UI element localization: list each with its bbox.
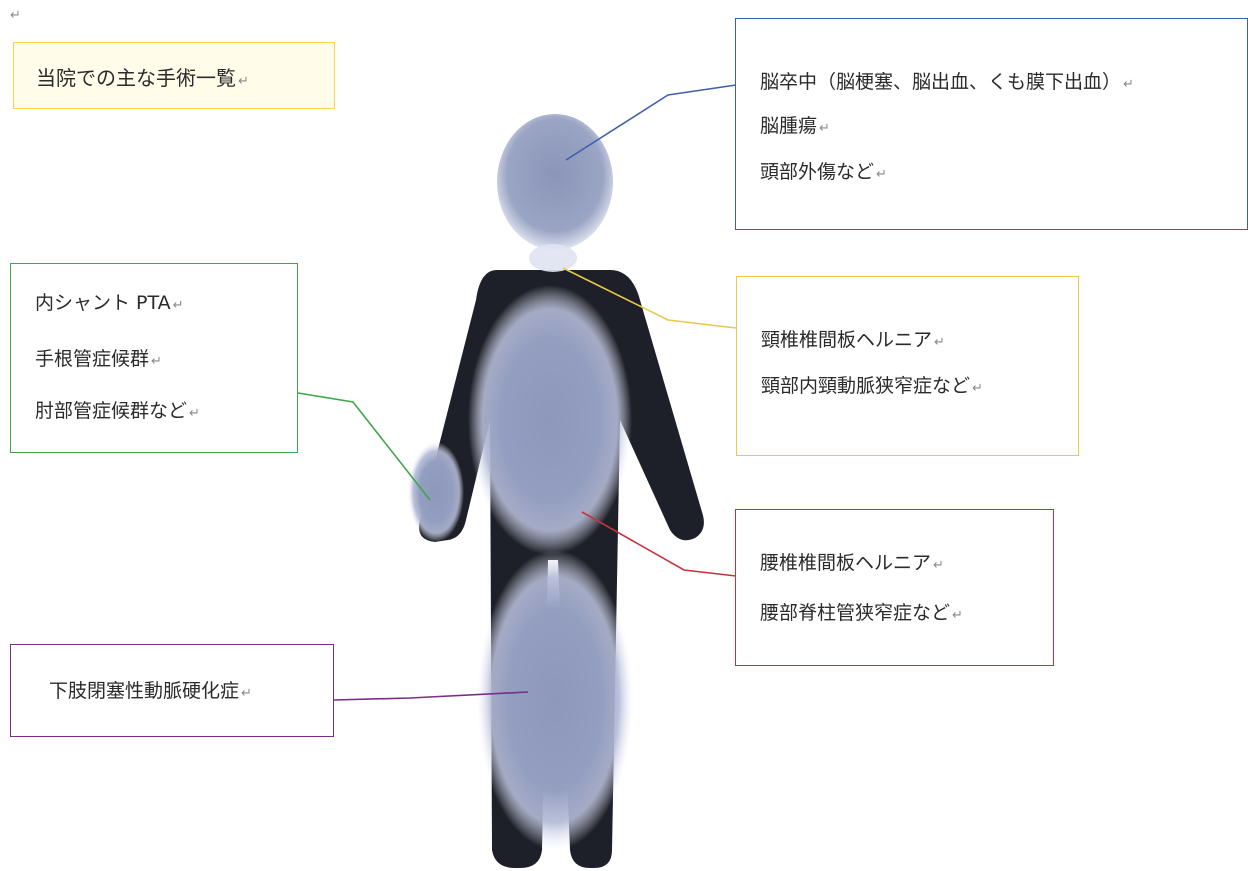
brain-item: 脳卒中（脳梗塞、脳出血、くも膜下出血）↵ xyxy=(760,71,1134,93)
head-highlight xyxy=(497,114,613,250)
neck-connector-line xyxy=(562,267,737,329)
paragraph-mark-icon: ↵ xyxy=(876,167,887,182)
paragraph-mark-icon: ↵ xyxy=(934,335,945,350)
leg-item: 下肢閉塞性動脈硬化症↵ xyxy=(49,680,252,702)
arm-surgery-box: 内シャント PTA↵ 手根管症候群↵ 肘部管症候群など↵ xyxy=(10,263,298,453)
paragraph-mark-icon: ↵ xyxy=(172,298,184,313)
paragraph-mark-icon: ↵ xyxy=(189,406,200,421)
paragraph-mark-icon: ↵ xyxy=(972,381,983,396)
torso-highlight xyxy=(468,285,632,555)
paragraph-mark-icon: ↵ xyxy=(10,8,21,23)
lumbar-item: 腰椎椎間板ヘルニア↵ xyxy=(760,552,944,574)
neck-item: 頸部内頸動脈狭窄症など↵ xyxy=(761,375,983,397)
lumbar-item: 腰部脊柱管狭窄症など↵ xyxy=(760,602,963,624)
arm-connector-line xyxy=(297,392,431,501)
arm-item: 肘部管症候群など↵ xyxy=(35,400,200,422)
paragraph-mark-icon: ↵ xyxy=(241,686,252,701)
arm-item: 内シャント PTA↵ xyxy=(35,292,184,314)
lumbar-surgery-box: 腰椎椎間板ヘルニア↵ 腰部脊柱管狭窄症など↵ xyxy=(735,509,1054,666)
brain-connector-line xyxy=(565,84,737,161)
paragraph-mark-icon: ↵ xyxy=(1123,77,1134,92)
paragraph-mark-icon: ↵ xyxy=(819,121,830,136)
brain-surgery-box: 脳卒中（脳梗塞、脳出血、くも膜下出血）↵ 脳腫瘍↵ 頭部外傷など↵ xyxy=(735,18,1248,230)
brain-item: 頭部外傷など↵ xyxy=(760,161,887,183)
title-box: 当院での主な手術一覧↵ xyxy=(13,42,335,109)
neck-highlight xyxy=(529,244,577,272)
paragraph-mark-icon: ↵ xyxy=(933,558,944,573)
neck-item: 頸椎椎間板ヘルニア↵ xyxy=(761,329,945,351)
lumbar-connector-line xyxy=(581,511,737,577)
paragraph-mark-icon: ↵ xyxy=(151,354,162,369)
arm-item: 手根管症候群↵ xyxy=(35,348,162,370)
leg-surgery-box: 下肢閉塞性動脈硬化症↵ xyxy=(10,644,334,737)
arm-highlight xyxy=(408,442,464,542)
leg-connector-line xyxy=(333,691,529,701)
paragraph-mark-icon: ↵ xyxy=(952,608,963,623)
legs-highlight xyxy=(477,550,633,850)
brain-item: 脳腫瘍↵ xyxy=(760,115,830,137)
neck-surgery-box: 頸椎椎間板ヘルニア↵ 頸部内頸動脈狭窄症など↵ xyxy=(736,276,1079,456)
page-title: 当院での主な手術一覧↵ xyxy=(36,66,249,90)
paragraph-mark-icon: ↵ xyxy=(238,74,249,89)
